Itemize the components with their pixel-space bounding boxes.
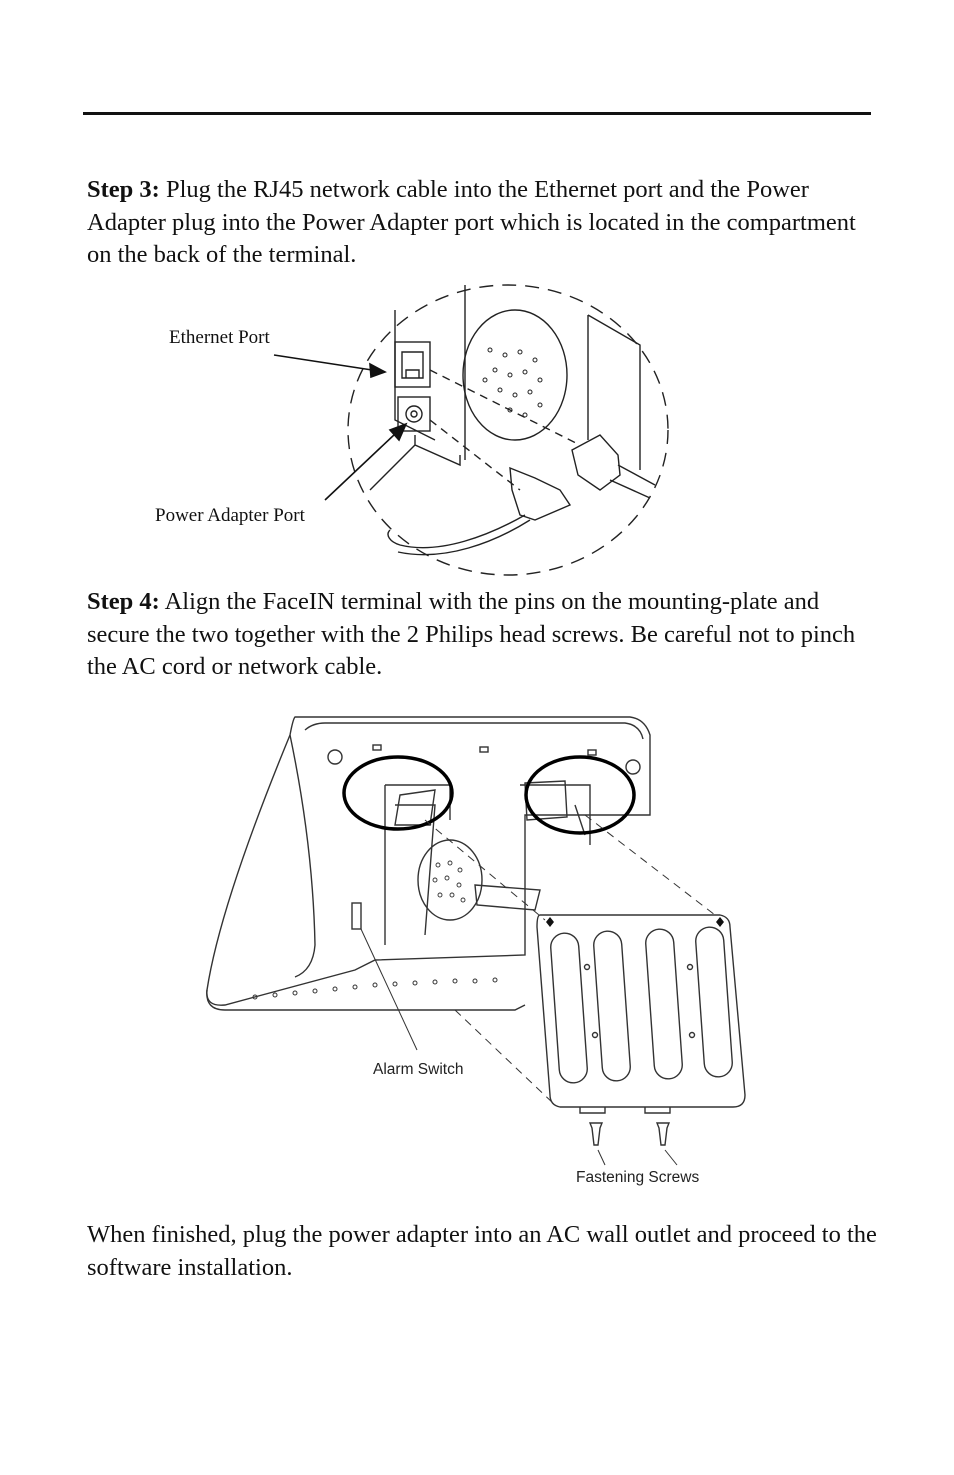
screw-left-icon xyxy=(588,1122,604,1146)
screw-right-icon xyxy=(655,1122,671,1146)
detail-circle xyxy=(347,284,669,576)
pin-circle-right xyxy=(524,755,636,835)
ethernet-port-label: Ethernet Port xyxy=(169,327,271,348)
right-panel xyxy=(587,314,641,470)
step-4-label: Step 4: xyxy=(87,588,160,615)
mounting-plate xyxy=(536,914,746,1108)
compartment xyxy=(384,784,591,945)
terminal-body xyxy=(206,716,651,1006)
power-plug-icon xyxy=(509,466,572,521)
speaker-icon xyxy=(462,309,568,441)
step-4-paragraph: Step 4: Align the FaceIN terminal with t… xyxy=(87,586,877,684)
header-rule xyxy=(83,112,871,115)
power-port-icon xyxy=(397,396,431,432)
rj45-plug-icon xyxy=(571,434,656,499)
fastening-screws-label: Fastening Screws xyxy=(576,1169,699,1186)
step-3-label: Step 3: xyxy=(87,176,160,203)
step-3-text: Plug the RJ45 network cable into the Eth… xyxy=(87,176,856,268)
compartment-base xyxy=(369,435,461,491)
power-cord xyxy=(387,514,531,556)
pin-circle-left xyxy=(342,755,454,831)
power-adapter-port-label: Power Adapter Port xyxy=(155,505,306,526)
plate-slots xyxy=(550,926,733,1084)
step-3-paragraph: Step 3: Plug the RJ45 network cable into… xyxy=(87,174,877,272)
ports-figure: Ethernet Port Power Adapter Port xyxy=(155,284,669,576)
speaker-icon xyxy=(417,839,483,921)
alarm-switch-label: Alarm Switch xyxy=(373,1061,463,1078)
alarm-switch-icon xyxy=(351,902,362,930)
mounting-figure: Alarm Switch Fastening Screws xyxy=(206,716,746,1186)
closing-paragraph: When finished, plug the power adapter in… xyxy=(87,1221,877,1281)
ethernet-port-icon xyxy=(394,341,431,388)
step-4-text: Align the FaceIN terminal with the pins … xyxy=(87,588,856,680)
